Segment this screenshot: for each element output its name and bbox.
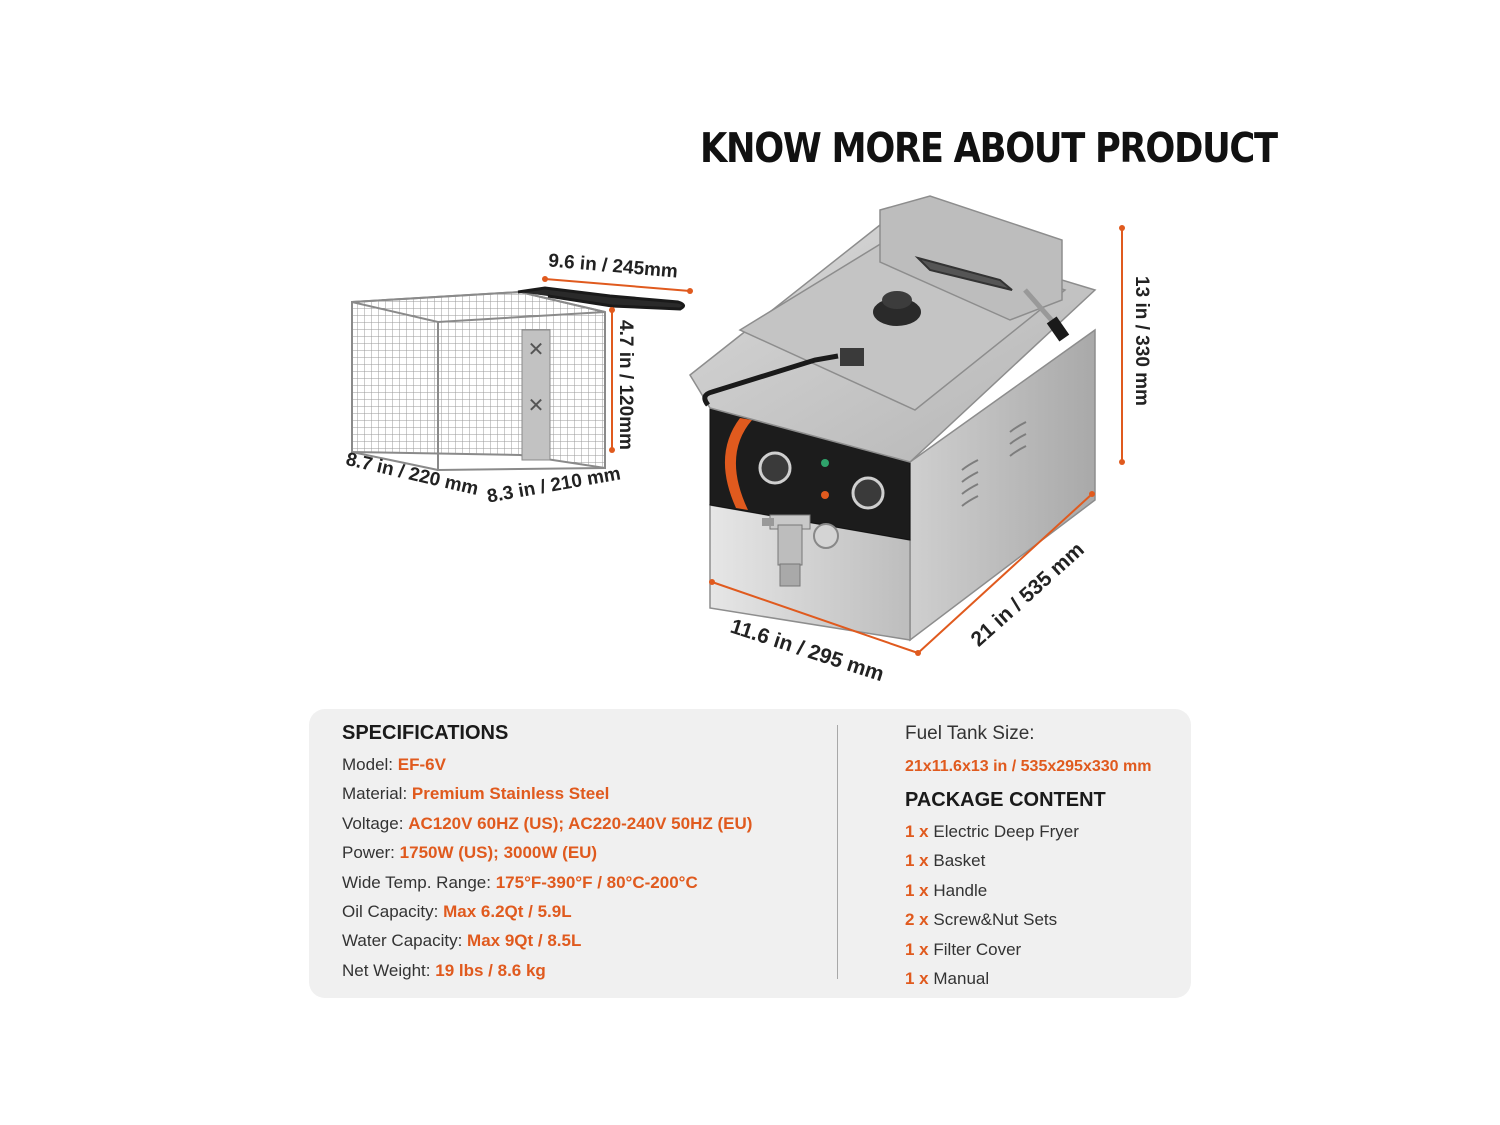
fryer-height-label: 13 in / 330 mm xyxy=(1131,276,1152,406)
spec-label: Model: xyxy=(342,755,394,774)
fuel-tank-label: Fuel Tank Size: xyxy=(905,723,1035,744)
spec-value: AC120V 60HZ (US); AC220-240V 50HZ (EU) xyxy=(408,813,753,833)
spec-row: Material: Premium Stainless Steel xyxy=(342,779,752,808)
spec-label: Wide Temp. Range: xyxy=(342,872,491,892)
fryer-image xyxy=(689,195,1097,642)
spec-label: Net Weight: xyxy=(342,960,431,980)
package-item-qty: 1 x xyxy=(905,880,929,900)
spec-row: Model: EF-6V xyxy=(342,750,752,779)
spec-value: Max 9Qt / 8.5L xyxy=(467,931,582,951)
spec-row: Water Capacity: Max 9Qt / 8.5L xyxy=(342,926,752,955)
specifications-panel: SPECIFICATIONS Model: EF-6V Material: Pr… xyxy=(309,709,1191,998)
spec-label: Power: xyxy=(342,843,395,863)
package-content-title: PACKAGE CONTENT xyxy=(905,789,1106,811)
specifications-column: SPECIFICATIONS Model: EF-6V Material: Pr… xyxy=(342,721,752,985)
spec-row: Wide Temp. Range: 175°F-390°F / 80°C-200… xyxy=(342,868,752,897)
package-item-qty: 1 x xyxy=(905,822,929,841)
spec-value: Premium Stainless Steel xyxy=(411,784,610,804)
package-item: 1 x Manual xyxy=(905,964,1151,993)
package-item-qty: 1 x xyxy=(905,939,929,959)
spec-label: Oil Capacity: xyxy=(342,901,439,921)
spec-row: Voltage: AC120V 60HZ (US); AC220-240V 50… xyxy=(342,809,752,838)
package-item-name: Electric Deep Fryer xyxy=(933,822,1079,841)
package-item-name: Handle xyxy=(933,880,988,900)
package-item-name: Basket xyxy=(933,851,986,871)
basket-image: ✕ ✕ xyxy=(351,286,685,472)
package-item: 2 x Screw&Nut Sets xyxy=(905,905,1151,934)
spec-label: Material: xyxy=(342,784,408,804)
fryer-dimension-lines xyxy=(709,225,1125,656)
spec-row: Oil Capacity: Max 6.2Qt / 5.9L xyxy=(342,897,752,926)
package-item-name: Screw&Nut Sets xyxy=(933,910,1058,930)
spec-value: 175°F-390°F / 80°C-200°C xyxy=(495,872,698,892)
svg-text:✕: ✕ xyxy=(528,393,545,417)
spec-label: Voltage: xyxy=(342,813,404,833)
package-item-qty: 1 x xyxy=(905,968,929,988)
package-item: 1 x Handle xyxy=(905,876,1151,905)
spec-value: Max 6.2Qt / 5.9L xyxy=(443,901,572,921)
package-item: 1 x Electric Deep Fryer xyxy=(905,817,1151,846)
package-item: 1 x Basket xyxy=(905,846,1151,875)
package-item-name: Filter Cover xyxy=(933,939,1022,959)
spec-row: Net Weight: 19 lbs / 8.6 kg xyxy=(342,956,752,985)
fuel-tank-value: 21x11.6x13 in / 535x295x330 mm xyxy=(905,758,1152,775)
basket-dimension-lines xyxy=(542,276,693,453)
specifications-title: SPECIFICATIONS xyxy=(342,722,509,744)
spec-value: EF-6V xyxy=(397,755,446,774)
spec-value: 1750W (US); 3000W (EU) xyxy=(399,843,598,863)
basket-height-label: 4.7 in / 120mm xyxy=(615,320,636,450)
package-item: 1 x Filter Cover xyxy=(905,935,1151,964)
package-item-qty: 1 x xyxy=(905,851,929,871)
spec-label: Water Capacity: xyxy=(342,931,463,951)
svg-text:✕: ✕ xyxy=(528,337,545,361)
package-column: Fuel Tank Size: 21x11.6x13 in / 535x295x… xyxy=(905,721,1151,993)
spec-value: 19 lbs / 8.6 kg xyxy=(435,960,546,980)
spec-row: Power: 1750W (US); 3000W (EU) xyxy=(342,838,752,867)
column-divider xyxy=(837,725,838,979)
package-item-name: Manual xyxy=(933,968,990,988)
package-item-qty: 2 x xyxy=(905,910,929,930)
